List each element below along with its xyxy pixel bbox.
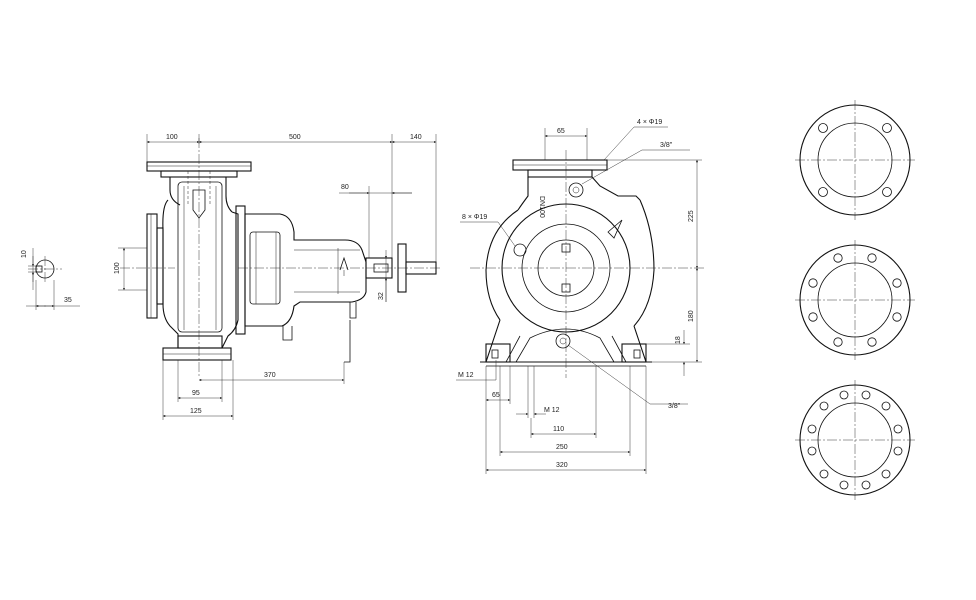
dim-side-left-100: 100 xyxy=(114,262,121,274)
label-4-holes-19: 4 × Φ19 xyxy=(637,119,662,126)
dim-side-80: 80 xyxy=(341,184,349,191)
dim-side-top-140: 140 xyxy=(410,134,422,141)
dim-side-top-500: 500 xyxy=(289,134,301,141)
dim-front-250: 250 xyxy=(556,444,568,451)
dim-front-18: 18 xyxy=(675,336,682,344)
dim-side-32: 32 xyxy=(378,292,385,300)
label-m12-mid: M 12 xyxy=(544,407,560,414)
pump-front-view: DN100 xyxy=(470,150,705,378)
dim-key-10: 10 xyxy=(21,250,28,258)
dim-front-180: 180 xyxy=(688,310,695,322)
dim-side-370: 370 xyxy=(264,372,276,379)
flange-8-hole xyxy=(795,240,915,360)
dim-side-95: 95 xyxy=(192,390,200,397)
dim-front-225: 225 xyxy=(688,210,695,222)
flange-12-hole xyxy=(795,380,915,500)
flange-4-hole xyxy=(795,100,915,220)
dim-front-320: 320 xyxy=(556,462,568,469)
label-dn100: DN100 xyxy=(538,196,545,218)
front-view-dimensions: 65 4 × Φ19 3/8" 8 × Φ19 225 180 18 M 12 … xyxy=(456,119,702,474)
label-thread-bottom: 3/8" xyxy=(668,403,681,410)
side-view-dimensions: 100 500 140 80 100 32 370 95 125 xyxy=(114,134,437,420)
label-8-holes-19: 8 × Φ19 xyxy=(462,214,487,221)
dim-front-65-top: 65 xyxy=(557,128,565,135)
dim-front-110: 110 xyxy=(553,426,564,433)
dim-front-65-bottom: 65 xyxy=(492,392,500,399)
shaft-key-detail: 10 35 xyxy=(21,248,80,310)
dim-side-125: 125 xyxy=(190,408,202,415)
label-m12-left: M 12 xyxy=(458,372,474,379)
label-thread-top: 3/8" xyxy=(660,142,673,149)
pump-side-view xyxy=(120,138,440,378)
dim-side-top-100: 100 xyxy=(166,134,178,141)
dim-key-35: 35 xyxy=(64,297,72,304)
